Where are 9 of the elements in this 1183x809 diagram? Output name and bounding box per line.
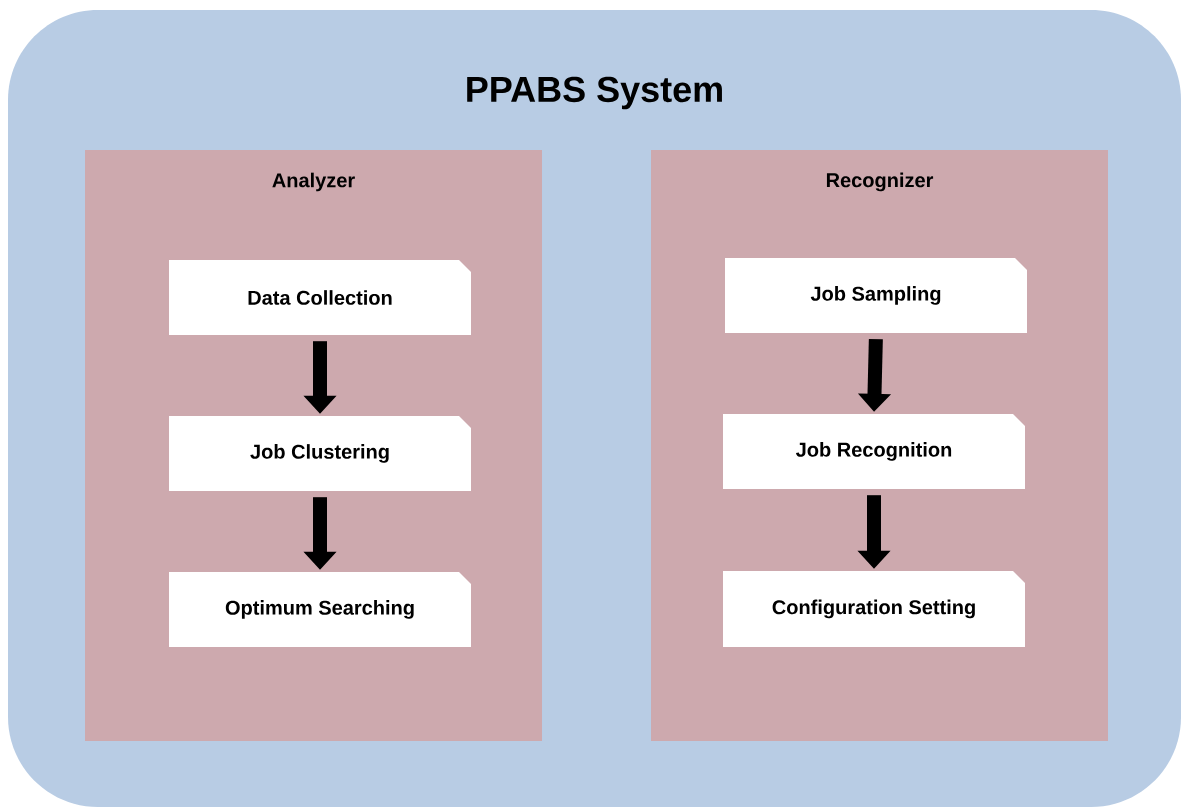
process-box: Job Clustering <box>169 416 471 491</box>
process-box: Job Recognition <box>723 414 1025 489</box>
heading: Analyzer <box>272 172 355 192</box>
process-box: Configuration Setting <box>723 571 1025 647</box>
process-box: Optimum Searching <box>169 572 471 647</box>
heading: Recognizer <box>826 172 934 192</box>
process-box: Job Sampling <box>725 258 1027 333</box>
process-box: Data Collection <box>169 260 471 335</box>
heading: PPABS System <box>467 76 722 110</box>
